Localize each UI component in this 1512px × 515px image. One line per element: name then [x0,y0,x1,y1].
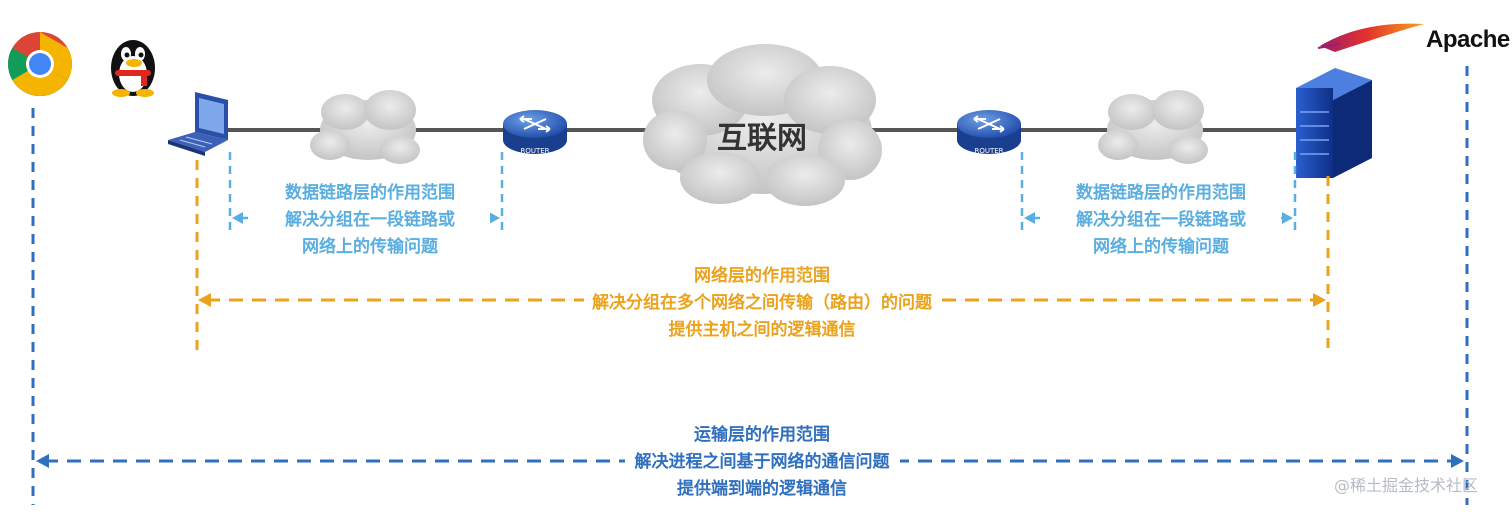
datalink-left-label: 数据链路层的作用范围 解决分组在一段链路或 网络上的传输问题 [250,180,490,261]
transport-line-3: 提供端到端的逻辑通信 [677,479,847,499]
network-line-3: 提供主机之间的逻辑通信 [668,320,856,340]
qq-penguin-icon [111,40,155,97]
router-right-icon [957,110,1021,154]
chrome-icon [8,32,72,96]
transport-line-2: 解决进程之间基于网络的通信问题 [624,449,900,476]
transport-line-1: 运输层的作用范围 [694,425,830,445]
server-icon [1296,68,1372,178]
laptop-icon [168,92,228,156]
router-right-label: ROUTER [974,147,1003,155]
apache-label: Apache [1426,26,1510,53]
router-left-label: ROUTER [520,147,549,155]
datalink-left-line-2: 解决分组在一段链路或 [250,207,490,234]
internet-label: 互联网 [717,121,807,156]
cloud-right [1098,90,1208,164]
datalink-right-line-1: 数据链路层的作用范围 [1076,183,1246,203]
cloud-left [310,90,420,164]
watermark: @稀土掘金技术社区 [1334,476,1479,495]
network-line-2: 解决分组在多个网络之间传输（路由）的问题 [584,290,940,317]
network-layer-label: 网络层的作用范围 解决分组在多个网络之间传输（路由）的问题 提供主机之间的逻辑通… [522,263,1002,344]
transport-layer-arrow [36,454,1464,468]
datalink-left-line-3: 网络上的传输问题 [302,237,438,257]
network-line-1: 网络层的作用范围 [694,266,830,286]
router-left-icon [503,110,567,154]
datalink-right-line-2: 解决分组在一段链路或 [1041,207,1281,234]
datalink-right-label: 数据链路层的作用范围 解决分组在一段链路或 网络上的传输问题 [1041,180,1281,261]
internet-cloud [643,44,882,206]
apache-feather-icon [1317,23,1424,52]
datalink-right-line-3: 网络上的传输问题 [1093,237,1229,257]
datalink-left-line-1: 数据链路层的作用范围 [285,183,455,203]
transport-layer-label: 运输层的作用范围 解决进程之间基于网络的通信问题 提供端到端的逻辑通信 [582,422,942,503]
